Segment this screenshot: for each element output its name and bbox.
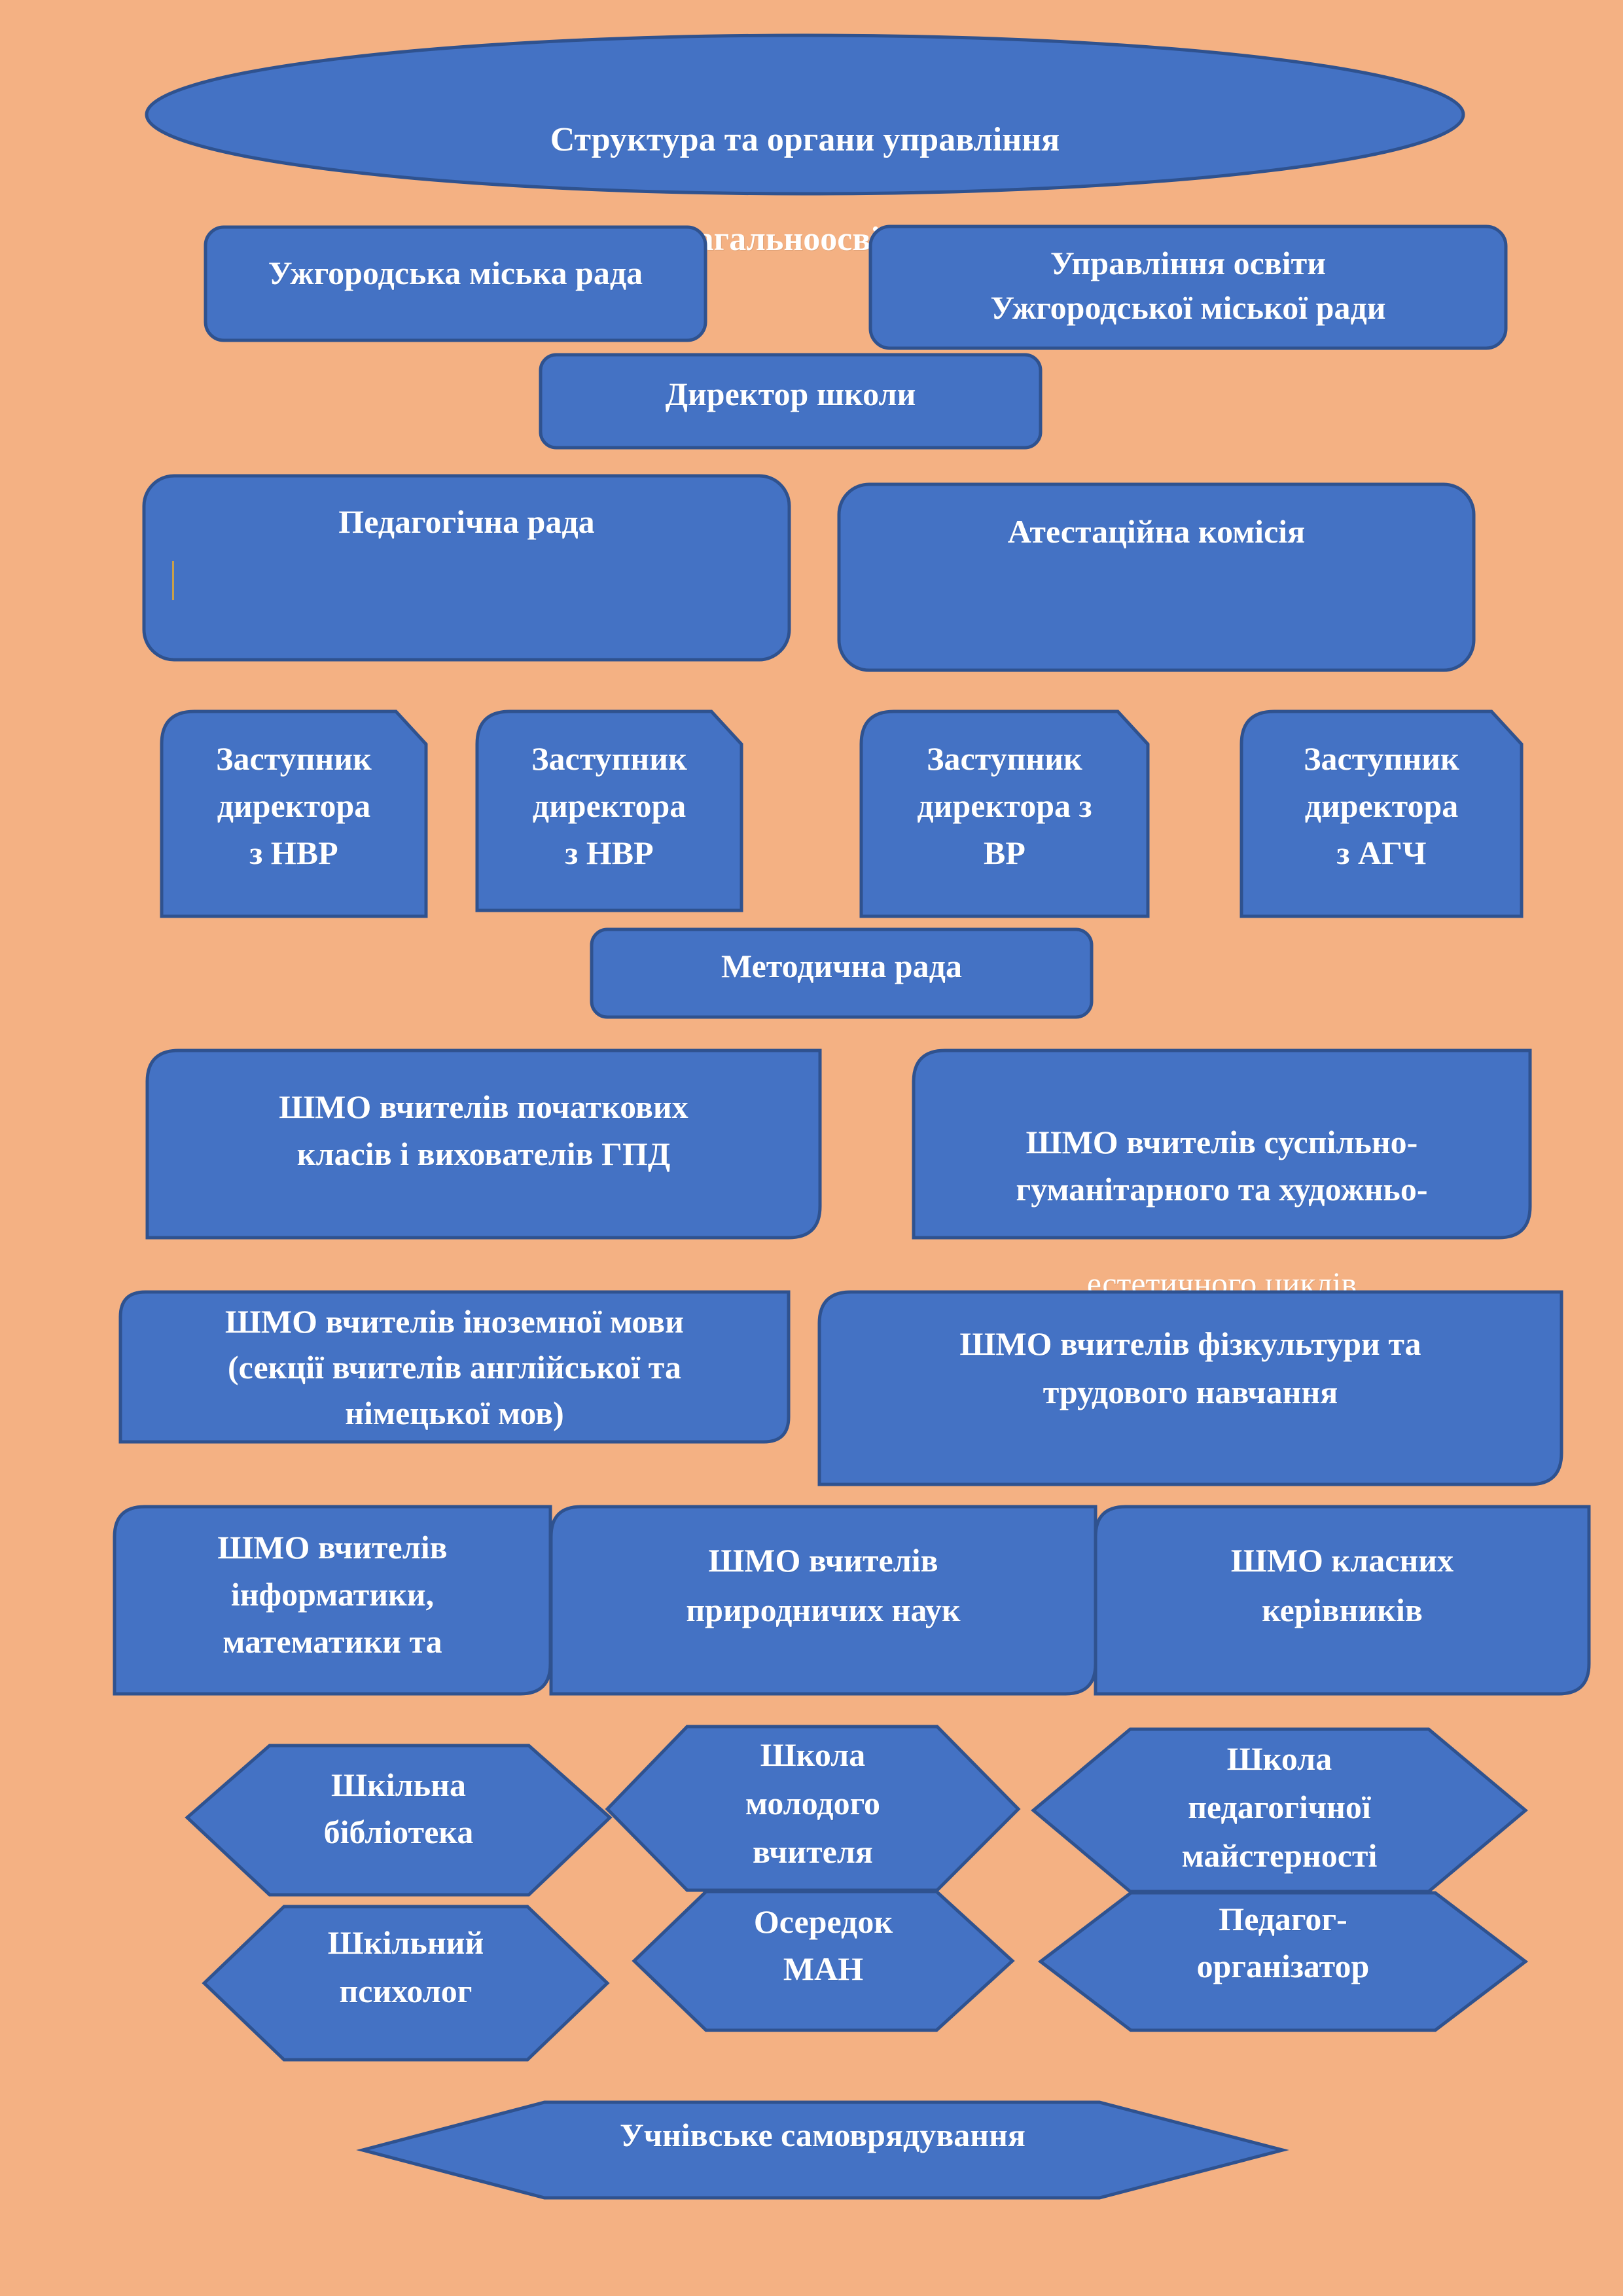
hexagon-shape xyxy=(356,2100,1289,2200)
student-government-label: Учнівське самоврядування xyxy=(620,2117,1026,2153)
hexagon-shape xyxy=(1037,1891,1529,2032)
shmo-natural-box: ШМО вчителів природничих наук xyxy=(549,1505,1097,1696)
snip-round-rect-shape xyxy=(859,709,1150,918)
pedagogical-council-box: Педагогічна рада xyxy=(142,474,791,662)
diag-round-rect-shape xyxy=(912,1049,1532,1240)
attestation-commission-box: Атестаційна комісія xyxy=(837,482,1476,672)
shmo-humanities-line-1: ШМО вчителів суспільно- гуманітарного та… xyxy=(1016,1124,1428,1208)
shmo-informatics-box: ШМО вчителів інформатики, математики та xyxy=(113,1505,552,1696)
rounded-rect-shape xyxy=(142,474,791,662)
shmo-foreign-label: ШМО вчителів іноземної мови (секції вчит… xyxy=(224,1303,684,1431)
diag-round-rect-shape xyxy=(817,1290,1563,1486)
rounded-rect-shape xyxy=(868,224,1508,350)
title-ellipse: Структура та органи управління Ужгородсь… xyxy=(145,33,1465,258)
methodical-council-label: Методична рада xyxy=(721,948,962,984)
education-dept-label: Управління освіти Ужгородської міської р… xyxy=(990,245,1386,326)
deputy-box-1: Заступник директора з НВР xyxy=(160,709,428,918)
shmo-class-teachers-box: ШМО класних керівників xyxy=(1094,1505,1591,1696)
shmo-primary-box: ШМО вчителів початкових класів і виховат… xyxy=(145,1049,822,1240)
snip-round-rect-shape xyxy=(160,709,428,918)
deputy-label-2: Заступник директора з НВР xyxy=(531,740,687,871)
hexagon-shape xyxy=(605,1725,1021,1892)
pedagogical-council-label: Педагогічна рада xyxy=(338,503,595,540)
organizer-hexagon: Педагог- організатор xyxy=(1037,1891,1529,2032)
city-council-box: Ужгородська міська рада xyxy=(204,225,707,342)
shmo-pe-box: ШМО вчителів фізкультури та трудового на… xyxy=(817,1290,1563,1486)
shmo-primary-label: ШМО вчителів початкових класів і виховат… xyxy=(279,1088,688,1172)
rounded-rect-shape xyxy=(590,927,1094,1019)
education-dept-box: Управління освіти Ужгородської міської р… xyxy=(868,224,1508,350)
shmo-informatics-label: ШМО вчителів інформатики, математики та xyxy=(217,1529,448,1660)
shmo-humanities-box: ШМО вчителів суспільно- гуманітарного та… xyxy=(912,1049,1532,1302)
title-line-1: Структура та органи управління xyxy=(550,121,1060,158)
rounded-rect-shape xyxy=(837,482,1476,672)
psychologist-hexagon: Шкільний психолог xyxy=(202,1905,610,2062)
shmo-class-teachers-label: ШМО класних керівників xyxy=(1230,1542,1454,1628)
diag-round-rect-shape xyxy=(118,1290,791,1444)
director-label: Директор школи xyxy=(665,376,916,412)
student-government-hexagon: Учнівське самоврядування xyxy=(356,2100,1289,2200)
deputy-box-4: Заступник директора з АГЧ xyxy=(1240,709,1524,918)
deputy-box-2: Заступник директора з НВР xyxy=(475,709,743,912)
rounded-rect-shape xyxy=(539,353,1043,450)
organizer-label: Педагог- організатор xyxy=(1196,1901,1370,1984)
young-teacher-label: Школа молодого вчителя xyxy=(745,1736,881,1870)
library-hexagon: Шкільна бібліотека xyxy=(185,1744,613,1897)
deputy-label-1: Заступник директора з НВР xyxy=(216,740,372,871)
rounded-rect-shape xyxy=(204,225,707,342)
deputy-label-4: Заступник директора з АГЧ xyxy=(1304,740,1459,871)
snip-round-rect-shape xyxy=(1240,709,1524,918)
shmo-humanities-label: ШМО вчителів суспільно- гуманітарного та… xyxy=(912,1071,1531,1307)
snip-round-rect-shape xyxy=(475,709,743,912)
diag-round-rect-shape xyxy=(145,1049,822,1240)
man-hexagon: Осередок МАН xyxy=(632,1890,1015,2032)
text-cursor xyxy=(172,561,174,600)
director-box: Директор школи xyxy=(539,353,1043,450)
shmo-foreign-box: ШМО вчителів іноземної мови (секції вчит… xyxy=(118,1290,791,1444)
shmo-natural-label: ШМО вчителів природничих наук xyxy=(686,1542,961,1628)
attestation-commission-label: Атестаційна комісія xyxy=(1007,513,1306,550)
hexagon-shape xyxy=(202,1905,610,2062)
mastery-label: Школа педагогічної майстерності xyxy=(1181,1740,1378,1874)
deputy-label-3: Заступник директора з ВР xyxy=(917,740,1092,871)
young-teacher-hexagon: Школа молодого вчителя xyxy=(605,1725,1021,1892)
methodical-council-box: Методична рада xyxy=(590,927,1094,1019)
deputy-box-3: Заступник директора з ВР xyxy=(859,709,1150,918)
hexagon-shape xyxy=(632,1890,1015,2032)
hexagon-shape xyxy=(185,1744,613,1897)
diag-round-rect-shape xyxy=(1094,1505,1591,1696)
man-label: Осередок МАН xyxy=(753,1903,893,1987)
city-council-label: Ужгородська міська рада xyxy=(268,255,643,291)
psychologist-label: Шкільний психолог xyxy=(327,1924,484,2009)
library-label: Шкільна бібліотека xyxy=(323,1767,474,1850)
shmo-pe-label: ШМО вчителів фізкультури та трудового на… xyxy=(959,1325,1421,1410)
mastery-hexagon: Школа педагогічної майстерності xyxy=(1031,1727,1528,1893)
ellipse-shape xyxy=(145,33,1465,196)
